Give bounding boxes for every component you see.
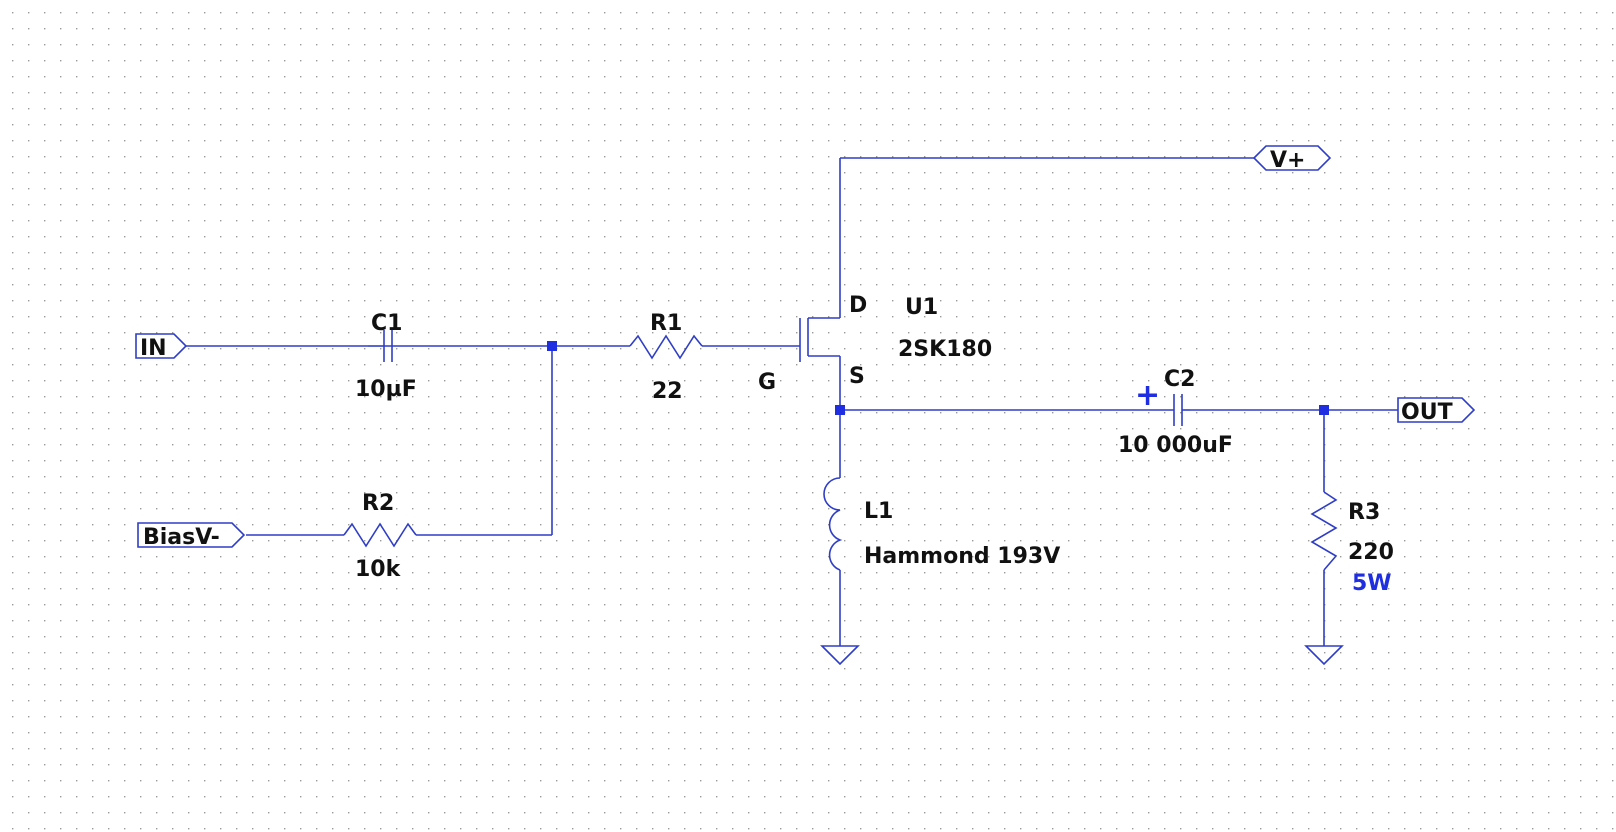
u1-pin-d: D <box>849 293 867 318</box>
c1-value: 10µF <box>355 377 417 402</box>
u1-ref: U1 <box>905 295 938 320</box>
r3-power-rating: 5W <box>1352 571 1392 596</box>
flag-bias-label: BiasV- <box>143 525 220 550</box>
ground-r3-icon[interactable] <box>1304 645 1344 666</box>
flag-out[interactable]: OUT <box>1397 397 1476 425</box>
r1-value: 22 <box>652 379 683 404</box>
flag-vplus-label: V+ <box>1270 148 1305 173</box>
capacitor-c1[interactable] <box>368 330 393 362</box>
l1-ref: L1 <box>864 499 893 524</box>
flag-out-label: OUT <box>1401 400 1453 425</box>
r2-value: 10k <box>355 557 402 582</box>
r3-value: 220 <box>1348 540 1394 565</box>
c2-ref: C2 <box>1164 367 1195 392</box>
wires <box>180 157 1398 646</box>
flag-in[interactable]: IN <box>135 333 188 361</box>
capacitor-c2[interactable] <box>1173 394 1190 426</box>
jfet-u1[interactable] <box>799 317 840 362</box>
u1-model: 2SK180 <box>898 337 992 362</box>
c2-polarity-plus: + <box>1135 378 1160 413</box>
resistor-r1[interactable] <box>629 334 703 360</box>
flag-bias[interactable]: BiasV- <box>137 522 246 550</box>
ground-l1-icon[interactable] <box>820 645 860 666</box>
resistor-r2[interactable] <box>343 522 417 548</box>
c1-ref: C1 <box>371 311 402 336</box>
inductor-l1[interactable] <box>823 477 843 571</box>
l1-value: Hammond 193V <box>864 544 1060 569</box>
resistor-r3[interactable] <box>1310 491 1338 571</box>
r1-ref: R1 <box>650 311 682 336</box>
junction-source-node[interactable] <box>835 405 845 415</box>
c2-value: 10 000uF <box>1118 433 1233 458</box>
r3-ref: R3 <box>1348 500 1380 525</box>
flag-vplus[interactable]: V+ <box>1252 145 1332 173</box>
junction-out-node[interactable] <box>1319 405 1329 415</box>
u1-pin-s: S <box>849 364 865 389</box>
flag-in-label: IN <box>140 336 167 361</box>
u1-pin-g: G <box>758 370 776 395</box>
grid-dots <box>12 12 1614 830</box>
r2-ref: R2 <box>362 491 394 516</box>
junction-gate-node[interactable] <box>547 341 557 351</box>
